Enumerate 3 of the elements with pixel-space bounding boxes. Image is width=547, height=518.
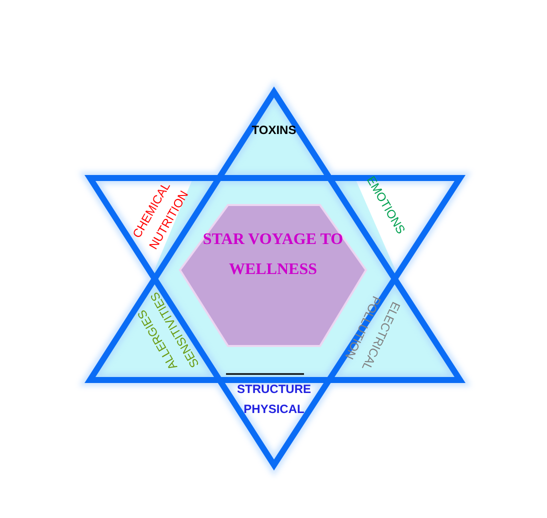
star-point-label: STRUCTURE PHYSICAL [229, 379, 319, 419]
star-point-label: TOXINS [229, 120, 319, 140]
title-text: STAR VOYAGE TO WELLNESS [202, 231, 344, 278]
